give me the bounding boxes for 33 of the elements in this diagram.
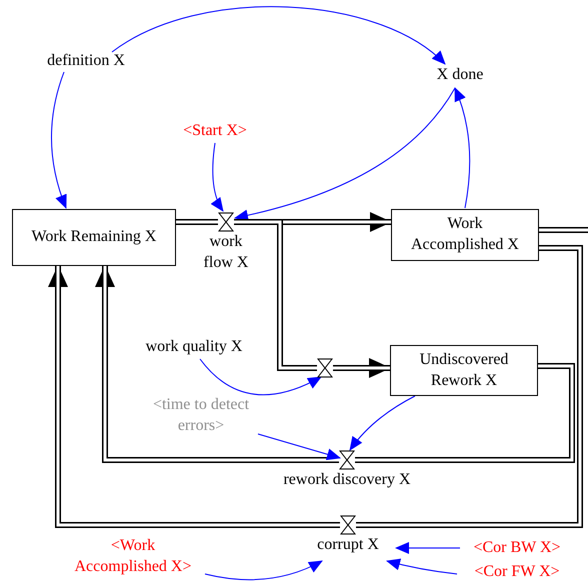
arrow <box>51 72 67 209</box>
stock-box: Work Remaining X <box>12 209 176 266</box>
flow-pipe <box>539 227 588 233</box>
variable-label: X done <box>436 64 484 85</box>
flow-label: corrupt X <box>317 535 379 555</box>
flow-pipe <box>333 358 391 378</box>
flow-pipe <box>95 265 339 463</box>
flow-label: work flow X <box>202 232 250 273</box>
stock-box: Work Accomplished X <box>391 209 539 261</box>
flow-pipe <box>234 219 317 371</box>
arrow <box>210 142 224 212</box>
arrow <box>234 88 456 222</box>
arrow <box>454 87 470 208</box>
arrow <box>395 542 460 554</box>
variable-label: <Work Accomplished X> <box>74 536 192 577</box>
variable-label: <Start X> <box>183 120 247 141</box>
flow-pipe <box>176 219 218 225</box>
variable-label: <Cor FW X> <box>474 562 560 582</box>
arrow <box>349 396 416 451</box>
flow-pipe <box>356 245 583 528</box>
stock-box: Undiscovered Rework X <box>390 345 538 396</box>
flow-label: rework discovery X <box>283 470 411 490</box>
variable-label: definition X <box>47 50 125 71</box>
arrow <box>258 434 341 460</box>
arrow <box>204 560 323 580</box>
arrow <box>386 558 458 574</box>
variable-label: <Cor BW X> <box>473 538 561 558</box>
flow-pipe <box>48 265 340 528</box>
arrow <box>112 6 446 65</box>
variable-label: work quality X <box>146 336 242 357</box>
arrow <box>200 358 322 396</box>
flow-pipe <box>355 363 575 463</box>
variable-label: <time to detect errors> <box>152 395 250 436</box>
